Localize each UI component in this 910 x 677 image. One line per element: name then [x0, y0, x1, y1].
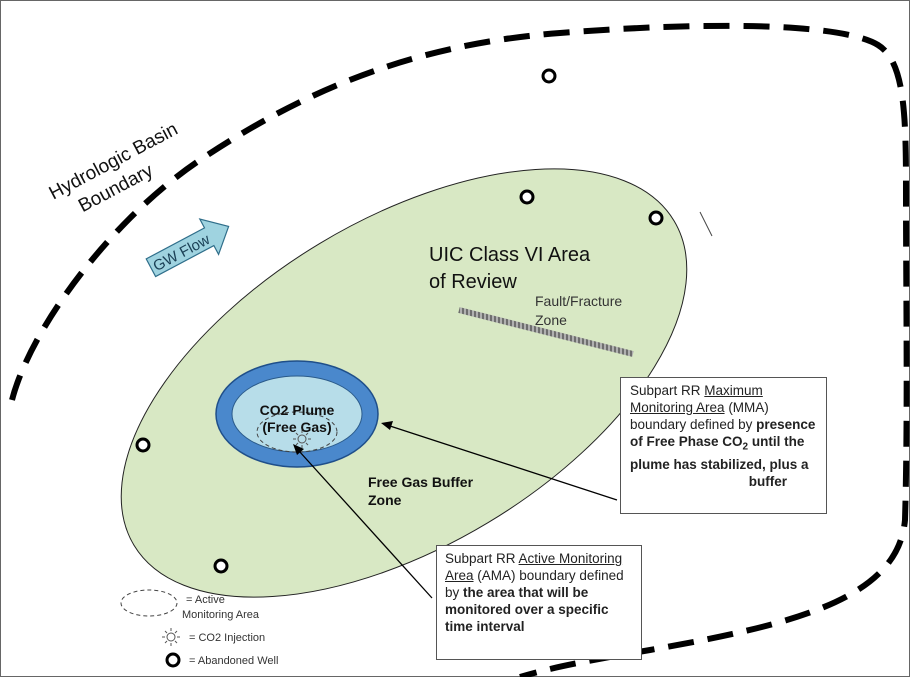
ama-pointer-arrow: [293, 444, 433, 599]
co2-plume-label-line1: CO2 Plume: [260, 402, 335, 418]
mma-prefix: Subpart RR: [630, 383, 705, 398]
abandoned-well: [213, 558, 229, 574]
mma-term: Maximum Monitoring Area: [630, 383, 763, 415]
fault-label-line2: Zone: [535, 312, 567, 328]
legend-ama-icon: [120, 589, 178, 617]
ama-plain: boundary defined by: [445, 568, 624, 600]
legend-ama-label-line1: = Active: [186, 594, 225, 606]
ama-abbrev: (AMA): [473, 568, 516, 583]
abandoned-well: [648, 210, 664, 226]
active-monitoring-area-outline: [256, 411, 338, 453]
mma-abbrev: (MMA): [724, 400, 769, 415]
fault-fracture-zone: [458, 307, 634, 357]
co2-injection-icon: [293, 430, 311, 448]
area-of-review-ellipse: [120, 168, 688, 598]
fault-tick-mark: [699, 211, 713, 237]
mma-pointer-arrow: [381, 421, 618, 501]
ama-bold: the area that will be monitored over a s…: [445, 585, 609, 634]
fault-label-line1: Fault/Fracture: [535, 293, 622, 309]
ama-term: Active Monitoring Area: [445, 551, 623, 583]
mma-bold-1: presence of Free Phase CO: [630, 417, 816, 449]
mma-callout-text: Subpart RR Maximum Monitoring Area (MMA)…: [630, 382, 817, 490]
mma-bold-2: until the plume has stabilized, plus a: [630, 434, 809, 472]
ama-prefix: Subpart RR: [445, 551, 519, 566]
abandoned-well: [519, 189, 535, 205]
ama-callout-text: Subpart RR Active Monitoring Area (AMA) …: [445, 550, 633, 635]
abandoned-well: [135, 437, 151, 453]
ama-callout-box: Subpart RR Active Monitoring Area (AMA) …: [436, 545, 642, 660]
legend-well-label: = Abandoned Well: [189, 655, 278, 667]
area-of-review-title-line1: UIC Class VI Area: [429, 244, 591, 266]
co2-plume-label-line2: (Free Gas): [262, 419, 331, 435]
buffer-zone-label-line1: Free Gas Buffer: [368, 474, 474, 490]
legend-well-icon: [165, 652, 181, 668]
mma-callout-box: Subpart RR Maximum Monitoring Area (MMA)…: [620, 377, 827, 514]
buffer-zone-label-line2: Zone: [368, 492, 402, 508]
mma-subscript: 2: [742, 441, 749, 453]
legend-injection-icon: [162, 628, 180, 646]
abandoned-well: [541, 68, 557, 84]
legend-injection-label: = CO2 Injection: [189, 632, 265, 644]
mma-bold-3: buffer: [748, 473, 787, 489]
legend-ama-label-line2: Monitoring Area: [182, 609, 260, 621]
mma-plain: boundary defined by: [630, 417, 757, 432]
hydrologic-basin-boundary: [9, 22, 910, 677]
area-of-review-title-line2: of Review: [429, 271, 517, 293]
